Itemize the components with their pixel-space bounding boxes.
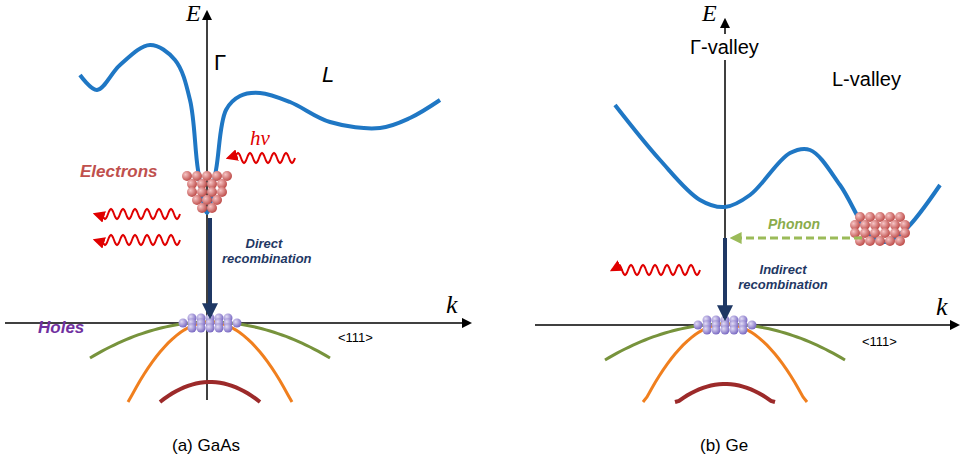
heavy-hole-band [605, 324, 845, 360]
process-label: Indirect recombination [737, 262, 829, 292]
energy-axis [724, 60, 726, 323]
photon-wave [228, 153, 295, 163]
direction-label: <111> [338, 330, 373, 345]
panel-caption: (a) GaAs [172, 436, 240, 456]
hole [748, 321, 757, 330]
light-hole-band [128, 322, 292, 402]
electron [875, 236, 885, 246]
photon-wave [612, 265, 700, 275]
electron [865, 236, 875, 246]
hole [197, 324, 206, 333]
electron [207, 203, 217, 213]
valley-label: Γ-valley [690, 36, 759, 59]
conduction-band [80, 45, 440, 213]
hole [188, 324, 197, 333]
axis-label: E [186, 0, 201, 27]
valley-label: L [322, 62, 334, 88]
conduction-band [615, 105, 940, 242]
photon-wave [95, 235, 180, 245]
split-off-band [675, 384, 775, 402]
phonon-label: Phonon [768, 216, 820, 232]
heavy-hole-band [90, 322, 330, 358]
hole [224, 324, 233, 333]
hole [712, 326, 721, 335]
recombination-arrow [208, 218, 212, 316]
hole [721, 326, 730, 335]
direction-label: <111> [862, 334, 897, 349]
photon-label: hν [250, 126, 270, 151]
panel-caption: (b) Ge [700, 436, 748, 456]
axis-label: E [702, 0, 717, 27]
electron [895, 236, 905, 246]
process-label: Direct recombination [222, 236, 306, 266]
point-label: Γ [214, 50, 226, 76]
energy-axis-head [724, 20, 726, 34]
axis-label: k [936, 292, 948, 322]
hole [703, 326, 712, 335]
carrier-label: Electrons [80, 162, 157, 182]
carrier-label: Holes [38, 318, 84, 338]
hole [179, 319, 188, 328]
valley-label: L-valley [832, 68, 901, 91]
hole [206, 324, 215, 333]
split-off-band [160, 382, 260, 402]
photon-wave [95, 209, 180, 219]
electron [885, 236, 895, 246]
hole [694, 321, 703, 330]
hole [215, 324, 224, 333]
hole [730, 326, 739, 335]
axis-label: k [446, 290, 458, 320]
phonon-arrow [732, 237, 862, 240]
hole [739, 326, 748, 335]
hole [233, 319, 242, 328]
electron [197, 203, 207, 213]
recombination-arrow [723, 238, 727, 318]
light-hole-band [643, 324, 807, 402]
